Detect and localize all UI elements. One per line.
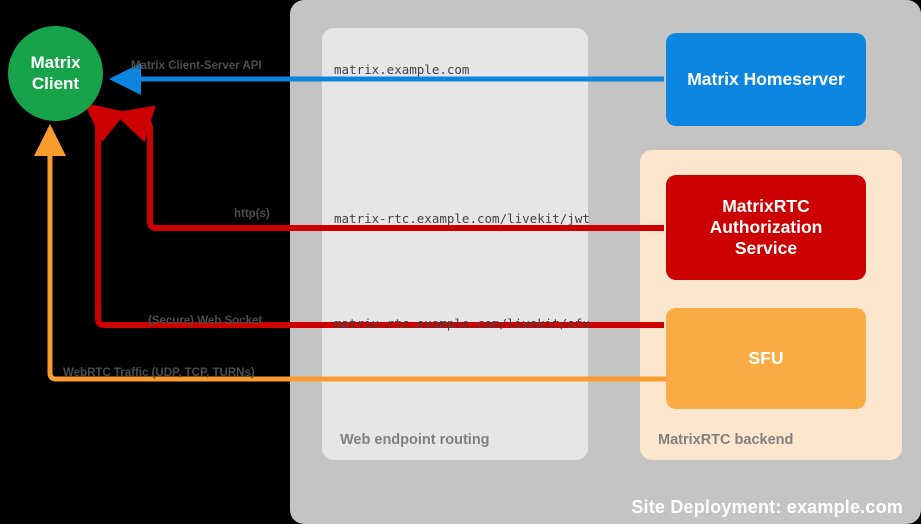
- node-auth-line1: MatrixRTC: [722, 196, 810, 216]
- edge-label-https: http(s): [234, 208, 270, 220]
- node-matrix-homeserver[interactable]: Matrix Homeserver: [666, 33, 866, 126]
- edge-label-secure-websocket: (Secure) Web Socket: [148, 315, 263, 327]
- web-endpoint-routing-panel: Web endpoint routing: [322, 28, 588, 460]
- edge-label-webrtc-traffic: WebRTC Traffic (UDP, TCP, TURNs): [63, 367, 255, 379]
- node-auth-line2: Authorization: [709, 217, 823, 237]
- node-matrix-client[interactable]: Matrix Client: [8, 26, 103, 121]
- edge-label-matrix-client-server-api: Matrix Client-Server API: [131, 60, 262, 72]
- web-endpoint-routing-label: Web endpoint routing: [340, 432, 490, 448]
- node-sfu[interactable]: SFU: [666, 308, 866, 409]
- node-matrixrtc-authorization-service[interactable]: MatrixRTC Authorization Service: [666, 175, 866, 280]
- site-deployment-label: Site Deployment: example.com: [631, 497, 903, 517]
- url-label-livekit-sfu: matrix-rtc.example.com/livekit/sfu: [334, 316, 590, 331]
- url-label-matrix-example-com: matrix.example.com: [334, 62, 470, 77]
- matrixrtc-backend-label: MatrixRTC backend: [658, 432, 794, 448]
- node-auth-line3: Service: [734, 238, 798, 258]
- url-label-livekit-jwt: matrix-rtc.example.com/livekit/jwt: [334, 211, 590, 226]
- node-sfu-label: SFU: [748, 348, 784, 368]
- node-matrix-client-line2: Client: [31, 73, 80, 93]
- node-matrix-homeserver-label: Matrix Homeserver: [687, 69, 845, 89]
- node-matrix-client-line1: Matrix: [30, 53, 81, 73]
